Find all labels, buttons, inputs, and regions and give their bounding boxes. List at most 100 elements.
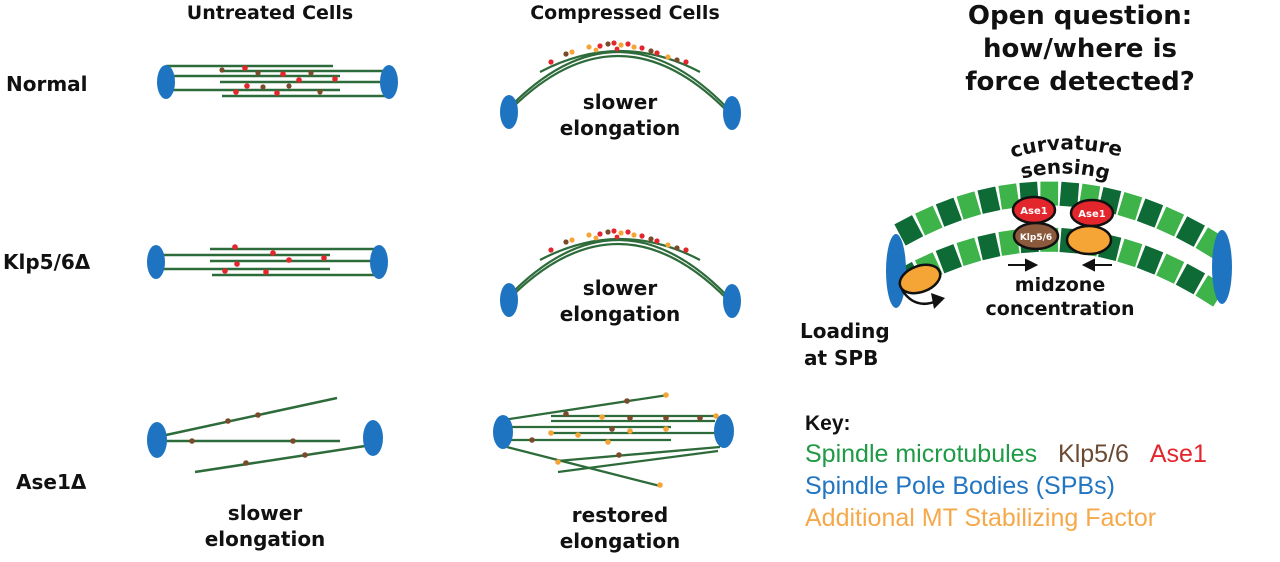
spb-right <box>370 245 388 279</box>
caption-klp-compressed: slower elongation <box>545 275 695 327</box>
row-label-ase: Ase1Δ <box>16 470 87 494</box>
tubulin-segment <box>1156 253 1185 284</box>
microtubule <box>539 49 701 73</box>
upper-microtubule <box>894 181 1226 259</box>
spb-right <box>714 414 734 448</box>
spb-left <box>147 245 165 279</box>
tubulin-segment <box>935 197 962 227</box>
normal-compressed-spindle <box>500 40 741 130</box>
legend-klp: Klp5/6 <box>1058 440 1129 468</box>
ase1-label-right: Ase1 <box>1078 209 1105 220</box>
caption-ase-compressed: restored elongation <box>545 502 695 554</box>
tubulin-segment <box>956 237 982 267</box>
ase-compressed-spindle <box>493 392 734 488</box>
row-label-normal: Normal <box>6 72 88 96</box>
caption-line: slower <box>582 276 658 300</box>
spb-right <box>723 96 741 130</box>
tubulin-segment <box>1156 206 1185 237</box>
column-title-untreated: Untreated Cells <box>186 2 354 24</box>
klp-untreated-spindle <box>147 244 388 279</box>
bound-proteins <box>548 228 689 253</box>
tubulin-segment <box>1117 238 1143 268</box>
caption-line: restored <box>571 503 669 527</box>
legend-spb: Spindle Pole Bodies (SPBs) <box>805 472 1115 500</box>
spb-right <box>363 420 383 456</box>
spb-right <box>1212 230 1232 304</box>
label-line: concentration <box>985 298 1135 320</box>
caption-line: elongation <box>559 116 681 140</box>
legend-row-1: Spindle microtubules Klp5/6 Ase1 <box>805 438 1207 470</box>
question-line: force detected? <box>965 67 1195 97</box>
spb-left <box>500 95 518 129</box>
curvature-model: Ase1 Klp5/6 Ase1 curvature sensing <box>886 130 1232 309</box>
tubulin-segment <box>1136 245 1164 275</box>
tubulin-segment <box>1059 181 1080 208</box>
tubulin-segment <box>998 183 1020 210</box>
caption-line: elongation <box>559 529 681 553</box>
caption-line: elongation <box>204 527 326 551</box>
tubulin-segment <box>894 215 924 246</box>
tubulin-segment <box>1175 263 1206 295</box>
klp-markers <box>189 412 308 466</box>
ase1-label-left: Ase1 <box>1020 206 1047 217</box>
row-label-klp: Klp5/6Δ <box>3 250 91 274</box>
open-question: Open question: how/where is force detect… <box>900 0 1260 99</box>
caption-line: slower <box>227 501 303 525</box>
spb-left <box>500 283 518 317</box>
caption-ase-untreated: slower elongation <box>190 500 340 552</box>
tubulin-segment <box>956 191 982 220</box>
legend-factor: Additional MT Stabilizing Factor <box>805 504 1157 532</box>
tubulin-segment <box>1175 216 1205 247</box>
ase-untreated-spindle <box>147 396 383 474</box>
klp-markers <box>219 67 323 95</box>
label-line: midzone <box>1014 274 1106 296</box>
loading-label: Loading at SPB <box>800 318 890 372</box>
caption-line: elongation <box>559 302 681 326</box>
tubulin-segment <box>1117 191 1143 221</box>
spb-left <box>886 234 906 308</box>
ase1-markers <box>222 244 327 275</box>
microtubule <box>502 393 669 422</box>
loading-arrow <box>900 289 945 309</box>
legend-title: Key: <box>805 412 851 435</box>
caption-normal-compressed: slower elongation <box>545 89 695 141</box>
caption-line: slower <box>582 90 658 114</box>
label-line: Loading <box>800 319 890 343</box>
spb-left <box>147 422 167 458</box>
spb-right <box>380 65 398 99</box>
microtubule <box>165 396 338 437</box>
spb-left <box>157 65 175 99</box>
microtubule <box>194 444 366 474</box>
sensing-label: sensing <box>1018 154 1113 184</box>
tubulin-segment <box>935 244 962 274</box>
normal-untreated-spindle <box>157 64 398 99</box>
column-title-compressed: Compressed Cells <box>530 2 720 24</box>
klp-compressed-spindle <box>500 228 741 318</box>
label-line: at SPB <box>804 346 879 370</box>
bound-proteins <box>548 40 689 65</box>
tubulin-segment <box>977 232 1001 261</box>
tubulin-segment <box>1136 198 1164 228</box>
question-line: how/where is <box>983 34 1177 64</box>
klp-label: Klp5/6 <box>1020 233 1052 243</box>
factor-protein-midzone <box>1065 224 1113 256</box>
midzone-label: midzone concentration <box>985 273 1135 321</box>
microtubule <box>511 242 729 301</box>
legend: Key: Spindle microtubules Klp5/6 Ase1 Sp… <box>805 410 1207 534</box>
spb-left <box>493 415 513 449</box>
legend-ase: Ase1 <box>1149 440 1207 468</box>
microtubule <box>502 444 661 488</box>
klp-protein <box>1012 221 1060 251</box>
microtubule <box>511 54 729 113</box>
tubulin-segment <box>915 205 943 236</box>
microtubule <box>557 449 719 474</box>
bound-proteins <box>529 392 719 488</box>
spb-right <box>723 284 741 318</box>
question-line: Open question: <box>967 1 1193 31</box>
microtubule <box>539 237 701 261</box>
microtubule <box>556 445 721 463</box>
tubulin-segment <box>977 186 1001 214</box>
legend-microtubules: Spindle microtubules <box>805 440 1038 468</box>
midzone-arrows <box>1008 258 1112 272</box>
